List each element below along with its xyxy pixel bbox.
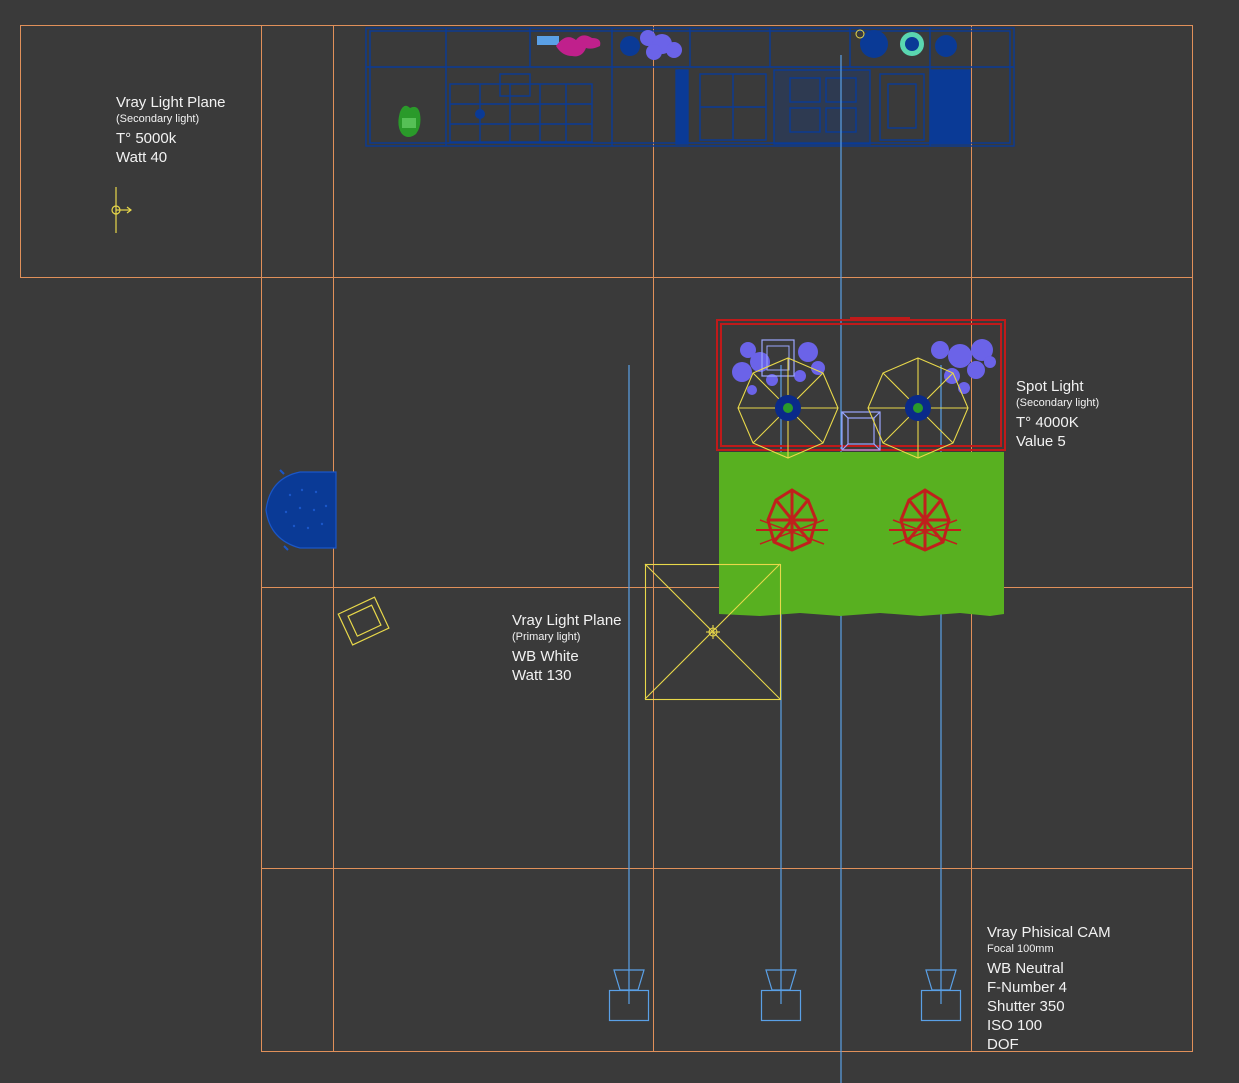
label-subtitle: (Secondary light) bbox=[1016, 396, 1100, 409]
small-box-left-inner bbox=[766, 345, 790, 371]
label-value: Watt 130 bbox=[512, 666, 572, 684]
label-subtitle: (Secondary light) bbox=[116, 112, 200, 125]
label-value: WB White bbox=[512, 647, 579, 665]
pendant-lamp-right[interactable] bbox=[889, 488, 961, 552]
label-value: Watt 40 bbox=[116, 148, 168, 166]
small-box-left bbox=[761, 339, 795, 377]
small-light-box[interactable] bbox=[337, 596, 390, 646]
camera-left[interactable] bbox=[608, 969, 650, 1022]
label-value: DOF bbox=[987, 1035, 1019, 1053]
primary-light-plane-label: Vray Light Plane (Primary light) WB Whit… bbox=[512, 612, 622, 685]
rug[interactable] bbox=[719, 452, 1004, 616]
label-subtitle: Focal 100mm bbox=[987, 942, 1054, 955]
label-value: T° 4000K bbox=[1016, 413, 1079, 431]
secondary-light-plane-gizmo[interactable] bbox=[111, 187, 132, 233]
grid-lines bbox=[20, 25, 1193, 1052]
label-title: Vray Light Plane bbox=[512, 612, 622, 629]
label-subtitle: (Primary light) bbox=[512, 630, 581, 643]
label-value: Shutter 350 bbox=[987, 997, 1065, 1015]
label-value: Value 5 bbox=[1016, 432, 1066, 450]
camera-center[interactable] bbox=[760, 969, 802, 1022]
label-value: ISO 100 bbox=[987, 1016, 1043, 1034]
label-title: Spot Light bbox=[1016, 378, 1084, 395]
label-value: F-Number 4 bbox=[987, 978, 1068, 996]
secondary-light-plane-label: Vray Light Plane (Secondary light) T° 50… bbox=[116, 94, 226, 167]
pendant-lamp-left[interactable] bbox=[756, 488, 828, 552]
shelf-decor bbox=[398, 29, 957, 137]
spot-light-cores bbox=[775, 395, 931, 421]
plant-left bbox=[732, 342, 825, 395]
small-box-center bbox=[841, 411, 881, 451]
label-title: Vray Phisical CAM bbox=[987, 924, 1111, 941]
label-value: WB Neutral bbox=[987, 959, 1064, 977]
label-title: Vray Light Plane bbox=[116, 94, 226, 111]
label-value: T° 5000k bbox=[116, 129, 177, 147]
primary-light-plane-gizmo[interactable] bbox=[644, 563, 782, 701]
camera-right[interactable] bbox=[920, 969, 962, 1022]
plant-right bbox=[931, 339, 996, 394]
camera-label: Vray Phisical CAM Focal 100mm WB Neutral… bbox=[987, 924, 1111, 1054]
spot-light-label: Spot Light (Secondary light) T° 4000K Va… bbox=[1016, 378, 1099, 451]
chair[interactable] bbox=[265, 469, 337, 551]
